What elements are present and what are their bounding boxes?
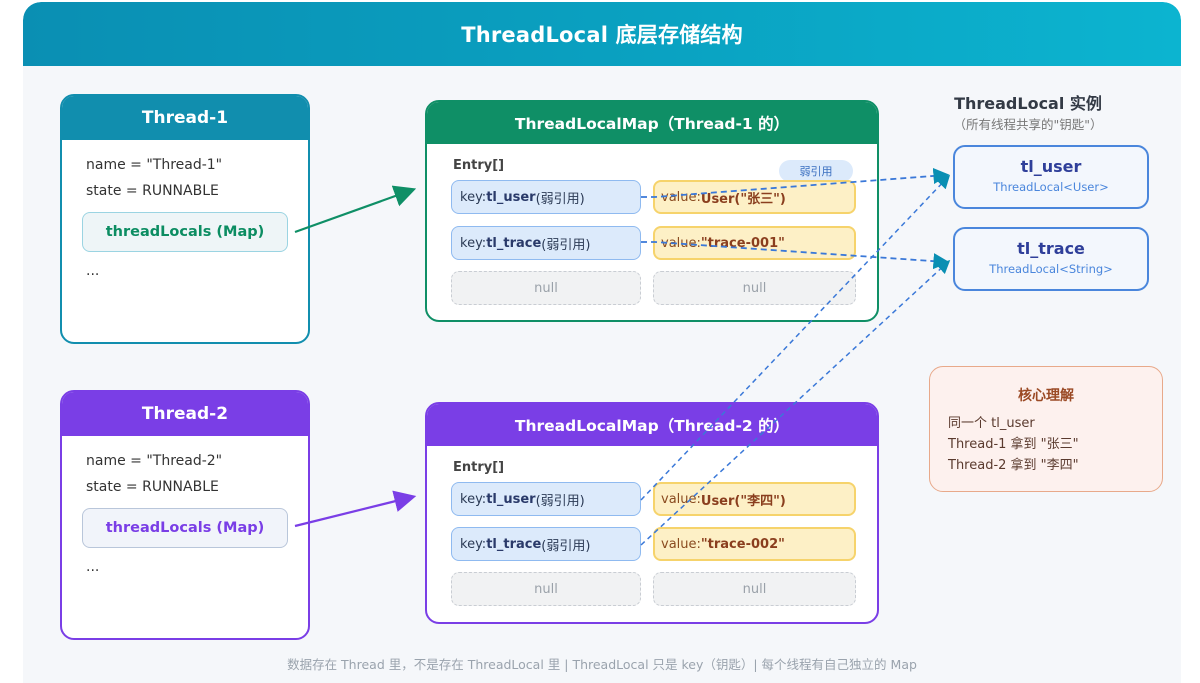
core-understanding-note: 核心理解 同一个 tl_user Thread-1 拿到 "张三" Thread… — [929, 366, 1163, 492]
instance-name: tl_user — [1020, 157, 1082, 176]
key-name: tl_user — [486, 189, 536, 205]
thread-2-state: state = RUNNABLE — [86, 479, 219, 495]
note-line: Thread-2 拿到 "李四" — [948, 458, 1079, 473]
map-2-header: ThreadLocalMap（Thread-2 的） — [427, 404, 877, 446]
instance-tl-user: tl_user ThreadLocal<User> — [953, 145, 1149, 209]
map-2-null-key: null — [451, 572, 641, 606]
instance-tl-trace: tl_trace ThreadLocal<String> — [953, 227, 1149, 291]
footer-caption: 数据存在 Thread 里，不是存在 ThreadLocal 里 | Threa… — [287, 657, 917, 672]
thread-1-threadlocals-field: threadLocals (Map) — [82, 212, 288, 252]
map-1-key-tl-trace: key: tl_trace (弱引用) — [451, 226, 641, 260]
value-prefix: value: — [661, 235, 701, 251]
instance-type: ThreadLocal<String> — [989, 262, 1113, 276]
map-2-null-value: null — [653, 572, 856, 606]
key-prefix: key: — [460, 189, 487, 205]
map-1-value-user: value: User("张三") — [653, 180, 856, 214]
thread-2-name: name = "Thread-2" — [86, 453, 223, 469]
key-suffix: (弱引用) — [535, 493, 585, 509]
thread-1-ellipsis: ... — [86, 263, 100, 279]
value-content: "trace-001" — [700, 235, 785, 251]
thread-1-name: name = "Thread-1" — [86, 157, 223, 173]
map-2-value-trace: value: "trace-002" — [653, 527, 856, 561]
value-content: User("李四") — [700, 493, 786, 509]
thread-1-state: state = RUNNABLE — [86, 183, 219, 199]
thread-2-ellipsis: ... — [86, 559, 100, 575]
threadlocalmap-2: ThreadLocalMap（Thread-2 的） Entry[] key: … — [425, 402, 879, 624]
title-banner: ThreadLocal 底层存储结构 — [23, 2, 1181, 66]
thread-1-box: Thread-1 name = "Thread-1" state = RUNNA… — [60, 94, 310, 344]
value-content: User("张三") — [700, 191, 786, 207]
map-2-key-tl-user: key: tl_user (弱引用) — [451, 482, 641, 516]
key-name: tl_trace — [486, 536, 542, 552]
note-line: 同一个 tl_user — [948, 416, 1035, 431]
key-name: tl_trace — [486, 235, 542, 251]
key-suffix: (弱引用) — [541, 237, 591, 253]
key-suffix: (弱引用) — [541, 538, 591, 554]
map-1-key-tl-user: key: tl_user (弱引用) — [451, 180, 641, 214]
page-title: ThreadLocal 底层存储结构 — [461, 23, 743, 47]
key-prefix: key: — [460, 536, 487, 552]
map-1-value-trace: value: "trace-001" — [653, 226, 856, 260]
key-prefix: key: — [460, 235, 487, 251]
value-prefix: value: — [661, 189, 701, 205]
key-name: tl_user — [486, 491, 536, 507]
instances-subtitle: （所有线程共享的"钥匙"） — [953, 117, 1103, 132]
map-2-key-tl-trace: key: tl_trace (弱引用) — [451, 527, 641, 561]
map-2-entry-array-label: Entry[] — [453, 460, 505, 475]
thread-2-header: Thread-2 — [62, 392, 308, 436]
value-prefix: value: — [661, 491, 701, 507]
map-1-null-key: null — [451, 271, 641, 305]
value-prefix: value: — [661, 536, 701, 552]
weak-reference-badge: 弱引用 — [779, 160, 853, 182]
map-1-null-value: null — [653, 271, 856, 305]
key-suffix: (弱引用) — [535, 191, 585, 207]
thread-2-box: Thread-2 name = "Thread-2" state = RUNNA… — [60, 390, 310, 640]
diagram-canvas: ThreadLocal 底层存储结构 Thread-1 name = "Thre… — [23, 2, 1181, 683]
instances-title: ThreadLocal 实例 — [954, 94, 1102, 113]
threadlocalmap-1: ThreadLocalMap（Thread-1 的） Entry[] 弱引用 k… — [425, 100, 879, 322]
key-prefix: key: — [460, 491, 487, 507]
note-line: Thread-1 拿到 "张三" — [948, 437, 1079, 452]
map-1-entry-array-label: Entry[] — [453, 158, 505, 173]
value-content: "trace-002" — [700, 536, 785, 552]
instance-name: tl_trace — [1017, 239, 1085, 258]
thread-2-threadlocals-field: threadLocals (Map) — [82, 508, 288, 548]
map-2-value-user: value: User("李四") — [653, 482, 856, 516]
instance-type: ThreadLocal<User> — [993, 180, 1109, 194]
note-title: 核心理解 — [1018, 388, 1074, 404]
map-1-header: ThreadLocalMap（Thread-1 的） — [427, 102, 877, 144]
thread-1-header: Thread-1 — [62, 96, 308, 140]
